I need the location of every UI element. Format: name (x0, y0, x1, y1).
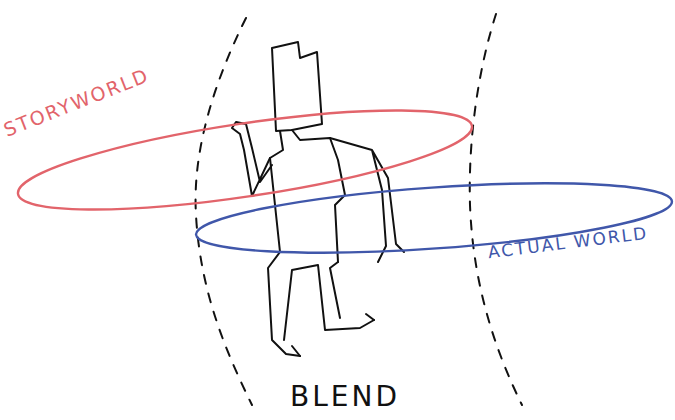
world-label: ACTUAL WORLD (487, 223, 649, 262)
blend-label: BLEND (290, 380, 400, 413)
figure-arm (330, 138, 404, 262)
figure-feet (292, 314, 374, 356)
world-ellipse: STORYWORLD (11, 88, 479, 231)
dashed-boundary (470, 14, 522, 405)
figure-sketch (196, 14, 522, 405)
figure-arm (232, 122, 272, 196)
ellipse-outline (194, 171, 674, 265)
ellipse-outline (192, 169, 675, 266)
world-ellipse: ACTUAL WORLD (192, 169, 675, 266)
world-label: STORYWORLD (0, 64, 152, 141)
dashed-boundary (196, 18, 252, 405)
figure-legs (268, 252, 374, 356)
